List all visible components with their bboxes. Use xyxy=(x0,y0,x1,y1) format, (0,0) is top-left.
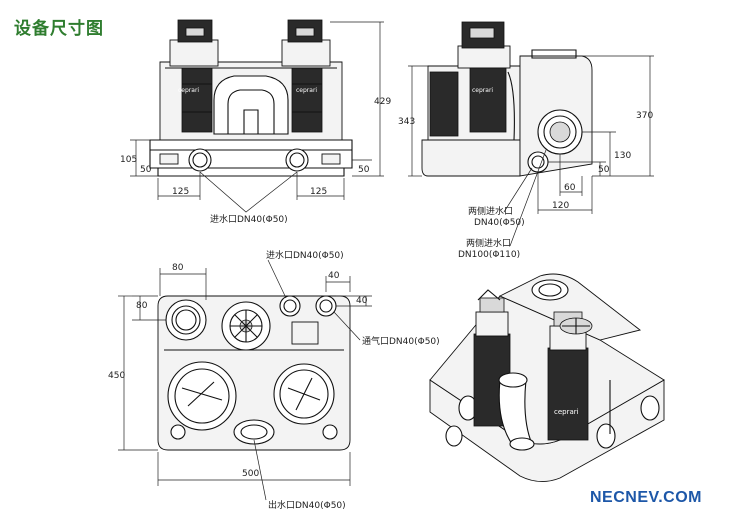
side-inlet-label-1: 两侧进水口 xyxy=(468,205,513,217)
side-view: ceprari 343 370 130 50 60 120 两侧进水口 DN40… xyxy=(398,21,654,260)
dim-40-top: 40 xyxy=(328,271,340,281)
dim-343: 343 xyxy=(398,117,415,127)
dim-125-left: 125 xyxy=(172,187,189,197)
outlet-label: 出水口DN40(Φ50) xyxy=(268,499,346,511)
dim-50-side: 50 xyxy=(598,165,610,175)
watermark-text: NECNEV.COM xyxy=(590,489,702,506)
dim-130: 130 xyxy=(614,151,631,161)
front-view: ceprari ceprari 429 105 50 125 125 50 进水… xyxy=(120,19,391,225)
top-inlet-label: 进水口DN40(Φ50) xyxy=(266,249,344,261)
brand-label-iso: ceprari xyxy=(554,408,579,416)
dim-40-right: 40 xyxy=(356,296,368,306)
side-inlet-size-1: DN40(Φ50) xyxy=(474,218,525,228)
dim-500: 500 xyxy=(242,469,259,479)
dim-370: 370 xyxy=(636,111,653,121)
brand-label-left: ceprari xyxy=(178,87,199,94)
dim-120: 120 xyxy=(552,201,569,211)
dim-105: 105 xyxy=(120,155,137,165)
dim-60: 60 xyxy=(564,183,576,193)
front-inlet-label: 进水口DN40(Φ50) xyxy=(210,213,288,225)
vent-label: 通气口DN40(Φ50) xyxy=(362,335,440,347)
isometric-view: ceprari xyxy=(429,273,665,482)
dim-50-right: 50 xyxy=(358,165,370,175)
dim-80-top: 80 xyxy=(172,263,184,273)
dim-429: 429 xyxy=(374,97,391,107)
brand-label-side: ceprari xyxy=(472,87,493,94)
dim-450: 450 xyxy=(108,371,125,381)
dim-125-right: 125 xyxy=(310,187,327,197)
dim-50-left: 50 xyxy=(140,165,152,175)
side-inlet-size-2: DN100(Φ110) xyxy=(458,250,520,260)
side-inlet-label-2: 两侧进水口 xyxy=(466,237,511,249)
brand-label-right: ceprari xyxy=(296,87,317,94)
page-title: 设备尺寸图 xyxy=(14,19,104,39)
dim-80-left: 80 xyxy=(136,301,148,311)
top-view: 80 80 450 40 40 500 进水口DN40(Φ50) 通气口DN40… xyxy=(108,249,440,511)
